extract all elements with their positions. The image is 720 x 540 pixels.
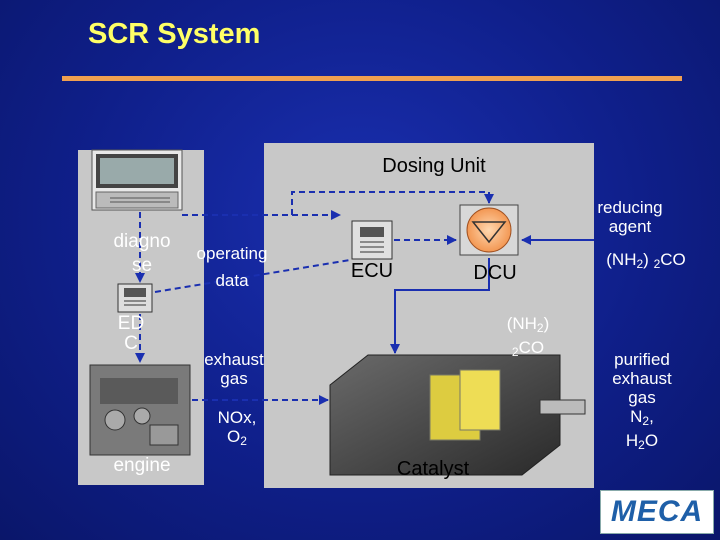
page-title: SCR System <box>88 18 261 50</box>
dosed-urea-label: (NH2) 2CO <box>506 314 550 359</box>
edc-module-icon <box>117 283 153 313</box>
nox-o2-label: NOx, O2 <box>217 408 257 448</box>
dosing-to-catalyst-arrow <box>390 258 490 354</box>
dosing-unit-label: Dosing Unit <box>382 155 486 177</box>
dcu-label: DCU <box>473 262 517 284</box>
engine-label: engine <box>113 455 171 476</box>
ecu-label: ECU <box>350 260 394 282</box>
engine-icon <box>89 364 191 456</box>
dcu-icon <box>459 204 519 256</box>
purified-exhaust-label: purified exhaust gas N2, H2O <box>612 350 672 452</box>
edc-to-ecu-line <box>154 259 351 293</box>
laptop-icon <box>91 149 183 211</box>
meca-logo-text: MECA <box>610 495 704 528</box>
catalyst-icon <box>329 354 586 476</box>
catalyst-label: Catalyst <box>396 458 470 480</box>
diagnose-to-dcu-arrow <box>291 191 494 215</box>
reducing-agent-formula: (NH2) 2CO <box>606 250 686 271</box>
ecu-icon <box>351 220 393 260</box>
meca-logo: MECA <box>600 490 714 534</box>
dosing-unit-panel <box>264 143 594 300</box>
title-underline <box>62 76 682 81</box>
